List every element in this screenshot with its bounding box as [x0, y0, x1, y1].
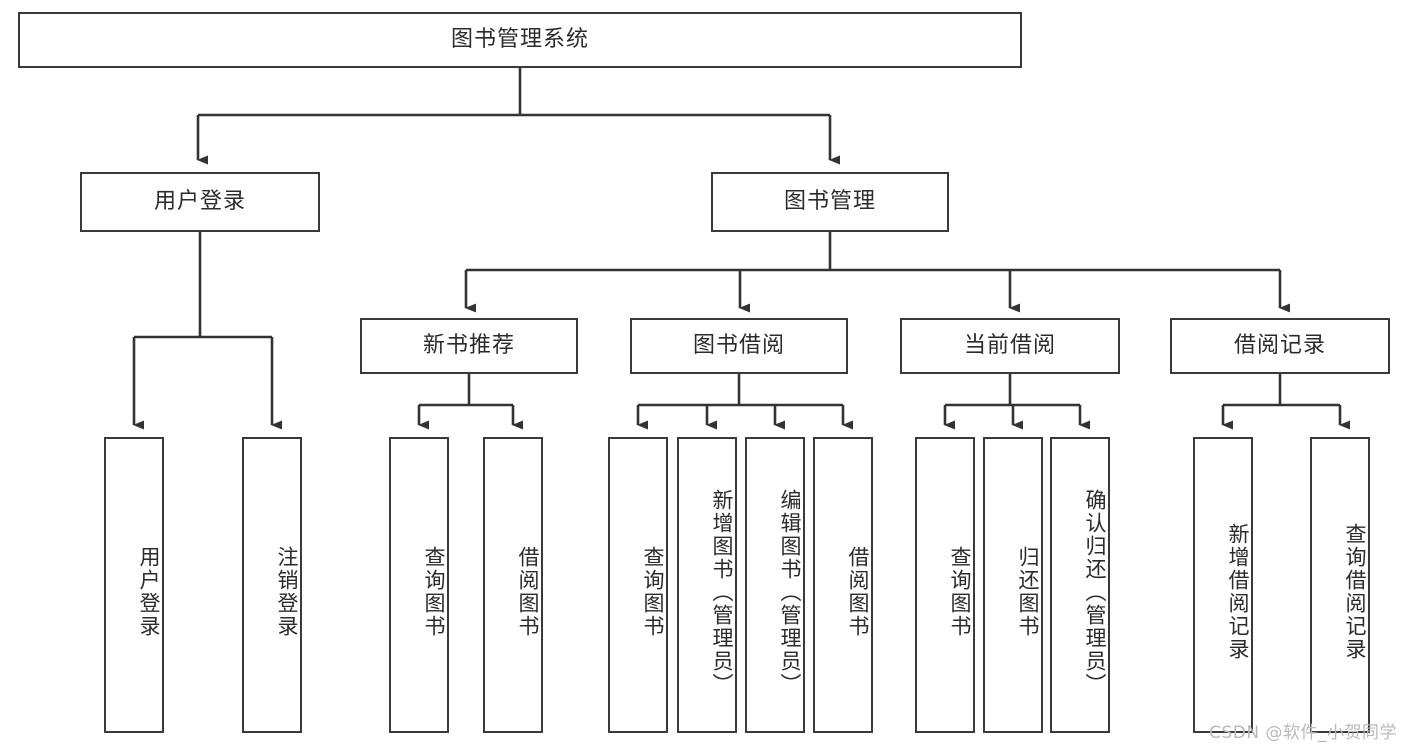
node-borrow-record[interactable]: 借阅记录 — [1170, 318, 1390, 374]
node-new-book-recommend[interactable]: 新书推荐 — [360, 318, 578, 374]
node-label: 借阅记录 — [1233, 332, 1326, 358]
leaf-current-borrow-confirm-return[interactable]: 确认归还（管理员） — [1050, 437, 1110, 733]
node-label: 查询图书 — [422, 546, 446, 638]
node-label: 图书管理系统 — [450, 26, 589, 52]
node-label: 查询图书 — [641, 546, 665, 638]
leaf-book-borrow-add[interactable]: 新增图书（管理员） — [677, 437, 737, 733]
node-label: 新增借阅记录 — [1226, 523, 1250, 661]
leaf-current-borrow-return[interactable]: 归还图书 — [983, 437, 1043, 733]
node-user-login[interactable]: 用户登录 — [80, 172, 320, 232]
node-label: 借阅图书 — [516, 546, 540, 638]
watermark-text: CSDN @软件_小贺同学 — [1209, 723, 1397, 743]
node-label: 用户登录 — [137, 546, 161, 638]
node-label: 注销登录 — [275, 546, 299, 638]
node-label: 借阅图书 — [846, 546, 870, 638]
leaf-borrow-record-query[interactable]: 查询借阅记录 — [1310, 437, 1370, 733]
node-label: 编辑图书（管理员） — [778, 488, 802, 696]
leaf-user-login-logout[interactable]: 注销登录 — [242, 437, 302, 733]
node-label: 查询图书 — [948, 546, 972, 638]
node-label: 查询借阅记录 — [1343, 523, 1367, 661]
node-current-borrow[interactable]: 当前借阅 — [900, 318, 1120, 374]
node-book-management[interactable]: 图书管理 — [711, 172, 949, 232]
leaf-new-book-query[interactable]: 查询图书 — [389, 437, 449, 733]
node-label: 新书推荐 — [422, 332, 515, 358]
leaf-book-borrow-edit[interactable]: 编辑图书（管理员） — [745, 437, 805, 733]
node-label: 当前借阅 — [963, 332, 1056, 358]
leaf-new-book-borrow[interactable]: 借阅图书 — [483, 437, 543, 733]
node-root-system[interactable]: 图书管理系统 — [18, 12, 1022, 68]
leaf-book-borrow-query[interactable]: 查询图书 — [608, 437, 668, 733]
node-label: 新增图书（管理员） — [710, 488, 734, 696]
leaf-borrow-record-add[interactable]: 新增借阅记录 — [1193, 437, 1253, 733]
node-label: 图书管理 — [783, 188, 876, 214]
leaf-user-login-login[interactable]: 用户登录 — [104, 437, 164, 733]
node-label: 归还图书 — [1016, 546, 1040, 638]
leaf-book-borrow-borrow[interactable]: 借阅图书 — [813, 437, 873, 733]
node-label: 确认归还（管理员） — [1083, 488, 1107, 696]
node-book-borrow[interactable]: 图书借阅 — [630, 318, 848, 374]
leaf-current-borrow-query[interactable]: 查询图书 — [915, 437, 975, 733]
node-label: 用户登录 — [153, 188, 246, 214]
node-label: 图书借阅 — [692, 332, 785, 358]
